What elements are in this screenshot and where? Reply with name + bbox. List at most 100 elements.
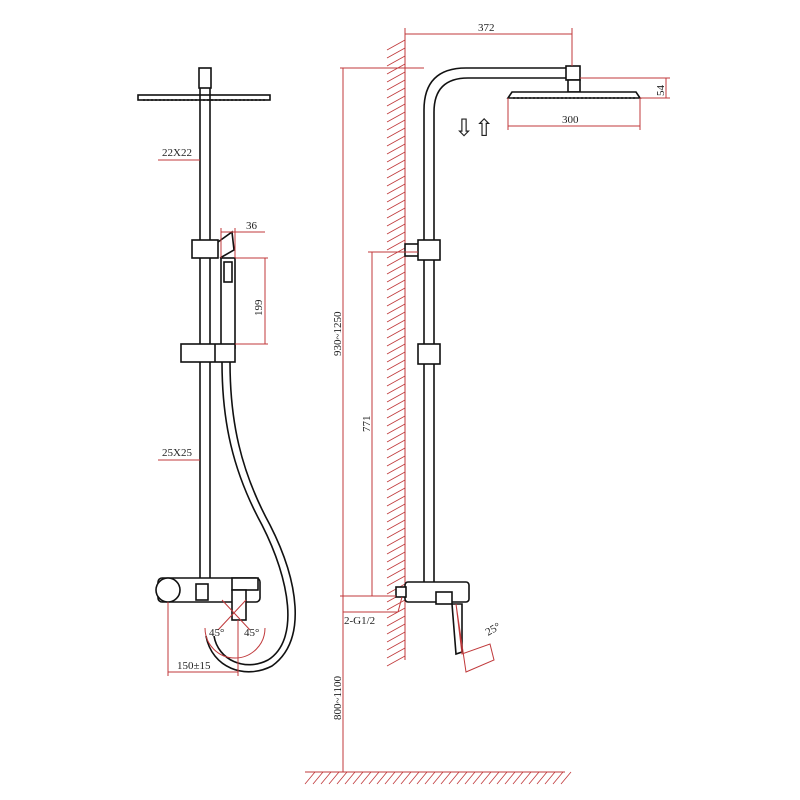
label-angle-right: 45° [244, 627, 259, 639]
wall-bracket-plate [404, 243, 420, 257]
floor-hatch-line [480, 771, 492, 785]
wall-hatch-line [386, 167, 406, 179]
wall-hatch-line [386, 487, 406, 499]
label-arm-reach: 372 [478, 22, 495, 34]
floor-hatch-line [528, 771, 540, 785]
floor-hatch-line [472, 771, 484, 785]
overhead-head-side [506, 91, 642, 99]
wall-hatch-line [386, 223, 406, 235]
wall-hatch-line [386, 231, 406, 243]
wall-hatch-line [386, 255, 406, 267]
wall-hatch-line [386, 559, 406, 571]
label-inlet-thread: 2-G1/2 [344, 615, 375, 627]
wall-hatch-line [386, 519, 406, 531]
mixer-left-cap [155, 577, 181, 603]
floor-hatch-line [448, 771, 460, 785]
wall-hatch-line [386, 319, 406, 331]
floor-hatch-line [328, 771, 340, 785]
wall-hatch-line [386, 287, 406, 299]
floor-hatch-line [464, 771, 476, 785]
wall-hatch-line [386, 127, 406, 139]
head-connector [198, 67, 212, 89]
wall-hatch-line [386, 647, 406, 659]
inlet-connector [395, 586, 407, 598]
wall-hatch-line [386, 439, 406, 451]
wall-hatch-line [386, 327, 406, 339]
wall-hatch-line [386, 351, 406, 363]
wall-hatch-line [386, 271, 406, 283]
wall-hatch-line [386, 207, 406, 219]
wall-hatch-line [386, 47, 406, 59]
wall-hatch-line [386, 119, 406, 131]
head-swivel [567, 79, 581, 93]
floor-hatch-line [392, 771, 404, 785]
wall-hatch-line [386, 567, 406, 579]
wall-hatch-line [386, 335, 406, 347]
floor-hatch-line [536, 771, 548, 785]
wall-hatch-line [386, 359, 406, 371]
wall-hatch-line [386, 79, 406, 91]
wall-hatch-line [386, 159, 406, 171]
arm-end-cap [565, 65, 581, 81]
floor-hatch-line [432, 771, 444, 785]
label-mount-height: 800~1100 [332, 675, 344, 720]
wall-hatch-line [386, 175, 406, 187]
wall-hatch-line [386, 191, 406, 203]
wall-hatch-line [386, 599, 406, 611]
wall-hatch-line [386, 655, 406, 667]
wall-hatch-line [386, 343, 406, 355]
wall-hatch-line [386, 503, 406, 515]
floor-hatch-line [352, 771, 364, 785]
label-mixer-angle: 25° [484, 621, 503, 639]
floor-hatch-line [520, 771, 532, 785]
hand-shower-spray-face [223, 261, 233, 283]
floor-hatch-line [360, 771, 372, 785]
wall-hatch-line [386, 247, 406, 259]
wall-hatch-line [386, 471, 406, 483]
wall-hatch-line [386, 607, 406, 619]
wall-hatch-line [386, 135, 406, 147]
wall-hatch-line [386, 279, 406, 291]
floor-hatching [304, 771, 572, 785]
wall-bracket-clamp [417, 239, 441, 261]
handle-swing-arc [204, 627, 266, 659]
wall-hatch-line [386, 527, 406, 539]
wall-hatch-line [386, 447, 406, 459]
wall-hatch-line [386, 399, 406, 411]
wall-hatch-line [386, 295, 406, 307]
floor-hatch-line [544, 771, 556, 785]
wall-hatch-line [386, 263, 406, 275]
label-total-height: 930~1250 [332, 311, 344, 356]
wall-hatch-line [386, 423, 406, 435]
wall-hatch-line [386, 463, 406, 475]
label-inlet-spacing: 150±15 [177, 660, 211, 672]
floor-hatch-line [400, 771, 412, 785]
wall-hatch-line [386, 615, 406, 627]
shower-hose-outer [205, 361, 297, 673]
floor-hatch-line [408, 771, 420, 785]
floor-hatch-line [424, 771, 436, 785]
shower-hose [213, 361, 289, 666]
wall-hatch-line [386, 367, 406, 379]
wall-hatch-line [386, 575, 406, 587]
wall-hatch-line [386, 95, 406, 107]
lever-swing-outline [455, 603, 495, 673]
handshower-holder [217, 230, 235, 259]
wall-hatch-line [386, 55, 406, 67]
wall-hatch-line [386, 183, 406, 195]
wall-hatch-line [386, 71, 406, 83]
floor-hatch-line [512, 771, 524, 785]
floor-hatch-line [320, 771, 332, 785]
mixer-outlet [195, 583, 209, 601]
floor-hatch-line [440, 771, 452, 785]
floor-hatch-line [488, 771, 500, 785]
label-head-width: 300 [562, 114, 579, 126]
wall-hatch-line [386, 455, 406, 467]
wall-hatch-line [386, 495, 406, 507]
wall-hatch-line [386, 111, 406, 123]
wall-hatch-line [386, 87, 406, 99]
label-tube-upper: 22X22 [162, 147, 192, 159]
wall-hatch-line [386, 215, 406, 227]
wall-hatch-line [386, 511, 406, 523]
